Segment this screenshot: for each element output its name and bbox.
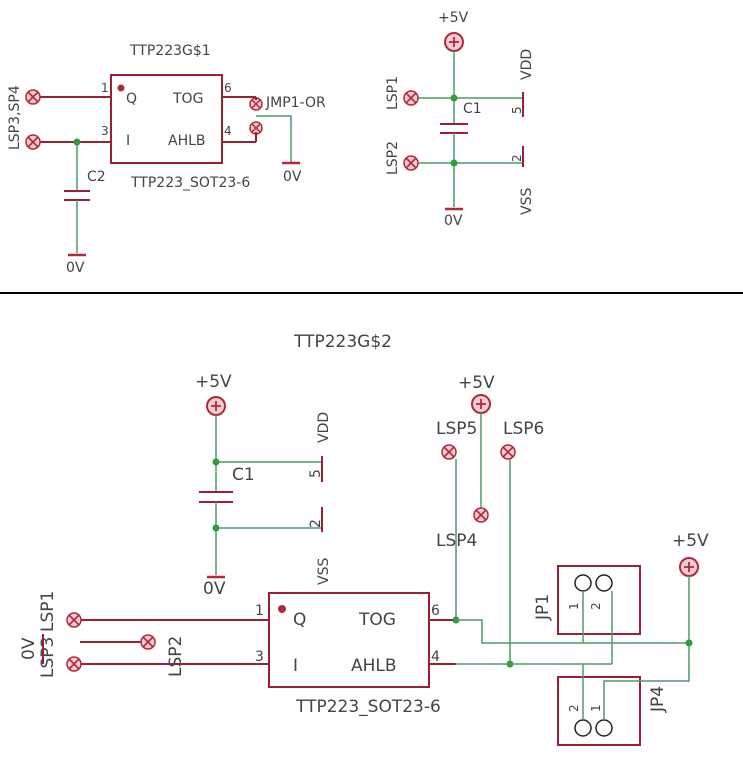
top-vdd-junction [450, 94, 458, 102]
top-pin-num-6: 6 [224, 81, 232, 95]
jp1-body [557, 565, 641, 635]
top-lsp3-pad [25, 89, 41, 105]
top-c1-gnd-label: 0V [444, 213, 463, 229]
bottom-lsp2-pad [140, 634, 156, 650]
top-5v-label: +5V [438, 10, 469, 26]
jp4-label: JP4 [648, 686, 668, 713]
bottom-cap-5v-symbol [206, 396, 226, 416]
jp4-pin1-num: 1 [589, 704, 603, 712]
bottom-lsp6-label: LSP6 [503, 419, 544, 439]
bottom-lsp3-pad [66, 656, 82, 672]
bottom-pin-ahlb: AHLB [351, 656, 397, 676]
top-vss-label: VSS [519, 188, 535, 215]
bottom-pin-q: Q [293, 610, 306, 630]
bottom-pin-num-5: 5 [308, 469, 324, 478]
top-lsp2-label: LSP2 [385, 141, 401, 175]
top-pin-num-3: 3 [101, 124, 109, 138]
bottom-title: TTP223G$2 [293, 332, 392, 352]
bottom-right-5v-label: +5V [672, 531, 709, 551]
top-pin-q: Q [126, 91, 137, 107]
bottom-right-5v-symbol [679, 557, 699, 577]
top-chip-name: TTP223G$1 [129, 43, 211, 59]
jp1-label: JP1 [533, 594, 553, 621]
bottom-c1-gnd-label: 0V [203, 579, 226, 599]
bottom-c1-label: C1 [232, 465, 255, 485]
top-c2-junction [73, 138, 81, 146]
bottom-pin-num-3: 3 [255, 649, 264, 665]
top-lsp1-pad [403, 90, 419, 106]
top-vdd-label: VDD [519, 49, 535, 80]
bottom-lsp5-pad [441, 444, 457, 460]
jp1-pin1 [574, 574, 592, 592]
bottom-pin-num-1: 1 [255, 603, 264, 619]
bottom-pin-num-4: 4 [431, 649, 440, 665]
bottom-lsp6-pad [500, 444, 516, 460]
top-chip-pin1-dot [117, 84, 125, 92]
bottom-right-5v-junction [685, 639, 693, 647]
jp1-pin1-num: 1 [567, 602, 581, 610]
bottom-pin-i: I [293, 656, 298, 676]
top-lsp3-lsp4-label: LSP3,SP4 [7, 85, 23, 150]
bottom-lsp3-label: LSP3 [38, 637, 58, 678]
bottom-vss-label: VSS [316, 558, 332, 585]
jp4-body [557, 676, 641, 746]
jp4-pin1-wire [603, 664, 690, 720]
jp1-pin2-num: 2 [589, 602, 603, 610]
top-pin-tog: TOG [172, 91, 203, 107]
top-c1-label: C1 [463, 101, 482, 117]
top-jumper-label: JMP1-OR [265, 95, 326, 111]
bottom-section: TTP223G$2 +5V C1 0V 5 2 VDD VSS Q I TOG … [19, 332, 709, 746]
jp1-pin2 [595, 574, 613, 592]
jp4-pin2 [574, 719, 592, 737]
top-c2-gnd-label: 0V [66, 260, 85, 276]
top-lsp1-label: LSP1 [385, 76, 401, 110]
bottom-vdd-junction [212, 458, 220, 466]
top-pin-i: I [126, 133, 130, 149]
top-5v-symbol [444, 32, 464, 52]
top-pin-ahlb: AHLB [168, 133, 206, 149]
jp4-pin1 [595, 719, 613, 737]
bottom-gnd-left-label: 0V [19, 637, 39, 660]
top-lsp2-pad [403, 155, 419, 171]
bottom-mid-5v-symbol [471, 394, 491, 414]
bottom-mid-5v-label: +5V [458, 373, 495, 393]
top-jumper-gnd-label: 0V [283, 169, 302, 185]
bottom-pin-tog: TOG [358, 610, 396, 630]
top-chip-body [110, 74, 223, 164]
bottom-lsp5-label: LSP5 [436, 419, 477, 439]
jp4-pin2-num: 2 [567, 704, 581, 712]
top-section: TTP223G$1 TTP223_SOT23-6 Q I TOG AHLB 1 … [7, 10, 535, 276]
top-lsp4-pad [25, 134, 41, 150]
bottom-pin-num-2: 2 [308, 519, 324, 528]
top-pin-num-1: 1 [101, 81, 109, 95]
bottom-lsp4-pad [473, 507, 489, 523]
top-c2-label: C2 [87, 169, 106, 185]
bottom-cap-5v-label: +5V [195, 372, 232, 392]
bottom-vss-junction [212, 524, 220, 532]
top-pin-num-5: 5 [510, 106, 524, 114]
bottom-chip-package: TTP223_SOT23-6 [295, 697, 441, 717]
bottom-lsp1-pad [66, 612, 82, 628]
bottom-pin-num-6: 6 [431, 603, 440, 619]
bottom-vdd-label: VDD [316, 412, 332, 443]
top-vss-junction [450, 159, 458, 167]
bottom-chip-pin1-dot [278, 605, 286, 613]
bottom-chip-body [268, 592, 430, 688]
bottom-tog-to-jp-wire [456, 619, 689, 644]
top-jumper-gnd-wire [256, 115, 292, 162]
top-pin-num-4: 4 [224, 124, 232, 138]
top-pin-num-2: 2 [510, 154, 524, 162]
bottom-lsp1-label: LSP1 [38, 591, 58, 632]
top-chip-package: TTP223_SOT23-6 [130, 175, 250, 191]
bottom-lsp2-label: LSP2 [166, 636, 186, 677]
